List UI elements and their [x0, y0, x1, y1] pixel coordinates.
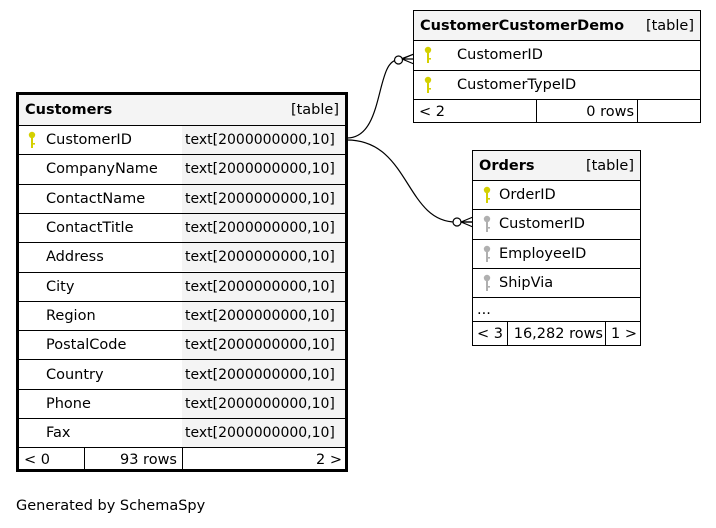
table-header: Orders [table] [473, 151, 640, 180]
table-row[interactable]: PostalCode text[2000000000,10] [19, 330, 345, 360]
foreign-key-icon [483, 274, 491, 292]
primary-key-icon [28, 131, 36, 149]
column-name: OrderID [499, 187, 556, 204]
column-name: Phone [46, 395, 91, 412]
column-type: text[2000000000,10] [182, 213, 345, 243]
table-row[interactable]: Region text[2000000000,10] [19, 300, 345, 331]
relation-orders-crowsfoot [460, 216, 474, 228]
table-header: CustomerCustomerDemo [table] [414, 11, 700, 40]
table-title: Customers [25, 102, 113, 118]
foreign-key-icon [483, 245, 491, 263]
table-row[interactable]: CustomerTypeID [414, 69, 700, 100]
column-name: Address [46, 249, 104, 266]
table-row[interactable]: CustomerID [473, 209, 640, 238]
table-kind: [table] [585, 157, 634, 174]
footer-row-count: 93 rows [120, 451, 177, 468]
column-name: Fax [46, 425, 71, 442]
column-divider [182, 448, 183, 472]
table-row[interactable]: ContactName text[2000000000,10] [19, 183, 345, 213]
column-type: text[2000000000,10] [182, 243, 345, 272]
column-type: text[2000000000,10] [182, 331, 345, 360]
column-type: text[2000000000,10] [182, 389, 345, 418]
column-divider [507, 322, 508, 346]
table-header: Customers [table] [19, 95, 345, 125]
table-kind: [table] [290, 102, 339, 118]
table-row[interactable]: EmployeeID [473, 238, 640, 268]
column-name: PostalCode [46, 337, 127, 354]
column-name: CustomerID [499, 216, 585, 233]
table-row-ellipsis: ... [473, 297, 640, 321]
foreign-key-icon [483, 215, 491, 233]
column-type: text[2000000000,10] [182, 360, 345, 389]
column-divider [536, 100, 537, 123]
primary-key-icon [424, 46, 432, 64]
column-divider [637, 100, 638, 123]
table-row[interactable]: ShipVia [473, 267, 640, 297]
relation-ccd-crowsfoot [401, 53, 415, 65]
generated-by-label: Generated by SchemaSpy [16, 498, 206, 514]
table-row[interactable]: CustomerID text[2000000000,10] [19, 125, 345, 155]
relation-customers-ccd [346, 53, 415, 139]
table-row[interactable]: Phone text[2000000000,10] [19, 388, 345, 418]
footer-parents: < 3 [477, 325, 503, 342]
table-row[interactable]: Address text[2000000000,10] [19, 242, 345, 272]
table-title: CustomerCustomerDemo [420, 17, 625, 34]
relation-customers-orders [346, 139, 473, 223]
column-name: Region [46, 307, 96, 324]
relation-ccd-optional-marker [393, 55, 404, 65]
column-type: text[2000000000,10] [182, 126, 345, 155]
column-name: CompanyName [46, 161, 158, 178]
table-footer: < 3 16,282 rows 1 > [473, 321, 640, 346]
column-name: ContactTitle [46, 220, 134, 237]
column-name: CustomerTypeID [457, 76, 577, 93]
table-footer: < 2 0 rows [414, 99, 700, 123]
table-title: Orders [479, 157, 535, 174]
more-columns-ellipsis: ... [477, 301, 491, 318]
table-orders[interactable]: Orders [table] OrderID CustomerID Employee… [472, 150, 641, 346]
column-divider [605, 322, 606, 346]
table-row[interactable]: City text[2000000000,10] [19, 271, 345, 301]
table-customers[interactable]: Customers [table] CustomerID text[2000000… [16, 92, 348, 472]
column-name: ShipVia [499, 275, 554, 292]
column-type: text[2000000000,10] [182, 184, 345, 213]
column-divider [84, 448, 85, 472]
footer-row-count: 0 rows [586, 103, 634, 120]
column-name: CustomerID [46, 132, 132, 149]
column-name: EmployeeID [499, 245, 587, 262]
column-type: text[2000000000,10] [182, 419, 345, 448]
footer-children: 1 > [611, 325, 637, 342]
table-row[interactable]: ContactTitle text[2000000000,10] [19, 212, 345, 243]
table-kind: [table] [645, 17, 694, 34]
column-name: Country [46, 366, 104, 383]
column-name: ContactName [46, 190, 146, 207]
column-name: City [46, 278, 75, 295]
column-type: text[2000000000,10] [182, 272, 345, 301]
column-type: text[2000000000,10] [182, 301, 345, 331]
table-row[interactable]: Country text[2000000000,10] [19, 359, 345, 389]
table-footer: < 0 93 rows 2 > [19, 447, 345, 472]
footer-children: 2 > [316, 451, 342, 468]
relation-orders-optional-marker [452, 217, 462, 227]
table-row[interactable]: Fax text[2000000000,10] [19, 418, 345, 448]
column-name: CustomerID [457, 47, 543, 64]
footer-children [637, 100, 697, 123]
table-row[interactable]: CustomerID [414, 40, 700, 70]
table-row[interactable]: OrderID [473, 180, 640, 209]
primary-key-icon [424, 76, 432, 94]
table-customercustomerdemo[interactable]: CustomerCustomerDemo [table] CustomerID C… [413, 10, 701, 123]
column-type: text[2000000000,10] [182, 155, 345, 184]
table-row[interactable]: CompanyName text[2000000000,10] [19, 154, 345, 184]
footer-row-count: 16,282 rows [513, 325, 603, 342]
footer-parents: < 2 [419, 103, 445, 120]
primary-key-icon [483, 186, 491, 204]
footer-parents: < 0 [24, 451, 50, 468]
